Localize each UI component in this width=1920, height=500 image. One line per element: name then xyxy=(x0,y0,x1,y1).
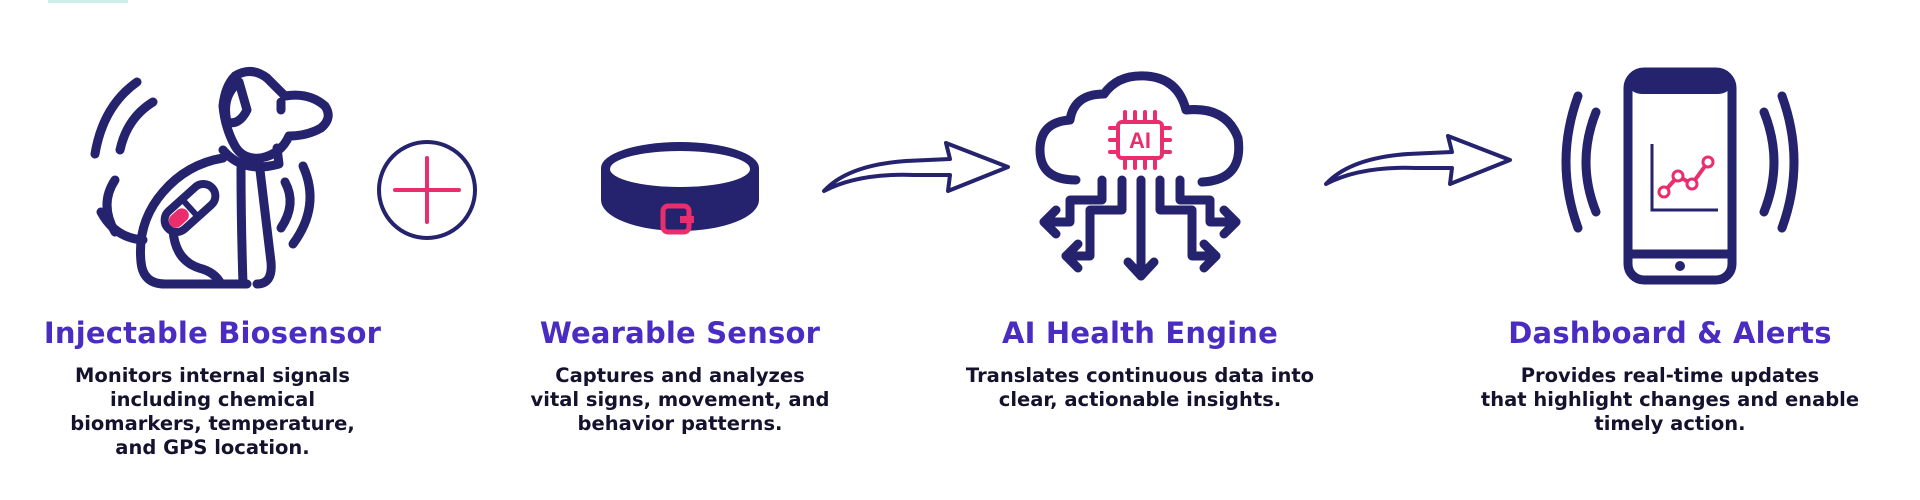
collar-icon xyxy=(601,142,759,235)
description-line: that highlight changes and enable xyxy=(1480,388,1860,411)
dog-icon xyxy=(90,67,333,289)
top-accent-line xyxy=(48,0,128,3)
plus-icon xyxy=(377,140,477,240)
step-description: Provides real-time updates that highligh… xyxy=(1460,364,1880,436)
smartphone-chart-icon xyxy=(1561,67,1799,285)
description-line: and GPS location. xyxy=(115,436,310,459)
arrow-right-icon xyxy=(1324,134,1512,186)
description-line: timely action. xyxy=(1594,412,1746,435)
chip-label: AI xyxy=(1129,128,1151,153)
description-line: behavior patterns. xyxy=(577,412,783,435)
step-injectable-biosensor: Injectable Biosensor Monitors internal s… xyxy=(30,316,395,460)
step-title: Wearable Sensor xyxy=(539,316,821,350)
step-dashboard-alerts: Dashboard & Alerts Provides real-time up… xyxy=(1460,316,1880,436)
ai-cloud-icon: AI xyxy=(1035,71,1244,281)
description-line: biomarkers, temperature, xyxy=(70,412,355,435)
step-title: Dashboard & Alerts xyxy=(1508,316,1832,350)
description-line: Translates continuous data into xyxy=(965,364,1315,387)
step-description: Monitors internal signals including chem… xyxy=(30,364,395,460)
description-line: vital signs, movement, and xyxy=(530,388,830,411)
arrow-right-icon xyxy=(822,141,1010,193)
description-line: Provides real-time updates xyxy=(1520,364,1820,387)
step-description: Captures and analyzes vital signs, movem… xyxy=(510,364,850,436)
description-line: Monitors internal signals xyxy=(75,364,350,387)
description-line: Captures and analyzes xyxy=(555,364,805,387)
step-title: Injectable Biosensor xyxy=(43,316,382,350)
description-line: clear, actionable insights. xyxy=(998,388,1282,411)
step-wearable-sensor: Wearable Sensor Captures and analyzes vi… xyxy=(510,316,850,436)
step-description: Translates continuous data into clear, a… xyxy=(950,364,1330,412)
description-line: including chemical xyxy=(109,388,316,411)
step-title: AI Health Engine xyxy=(1001,316,1279,350)
step-ai-health-engine: AI Health Engine Translates continuous d… xyxy=(950,316,1330,412)
